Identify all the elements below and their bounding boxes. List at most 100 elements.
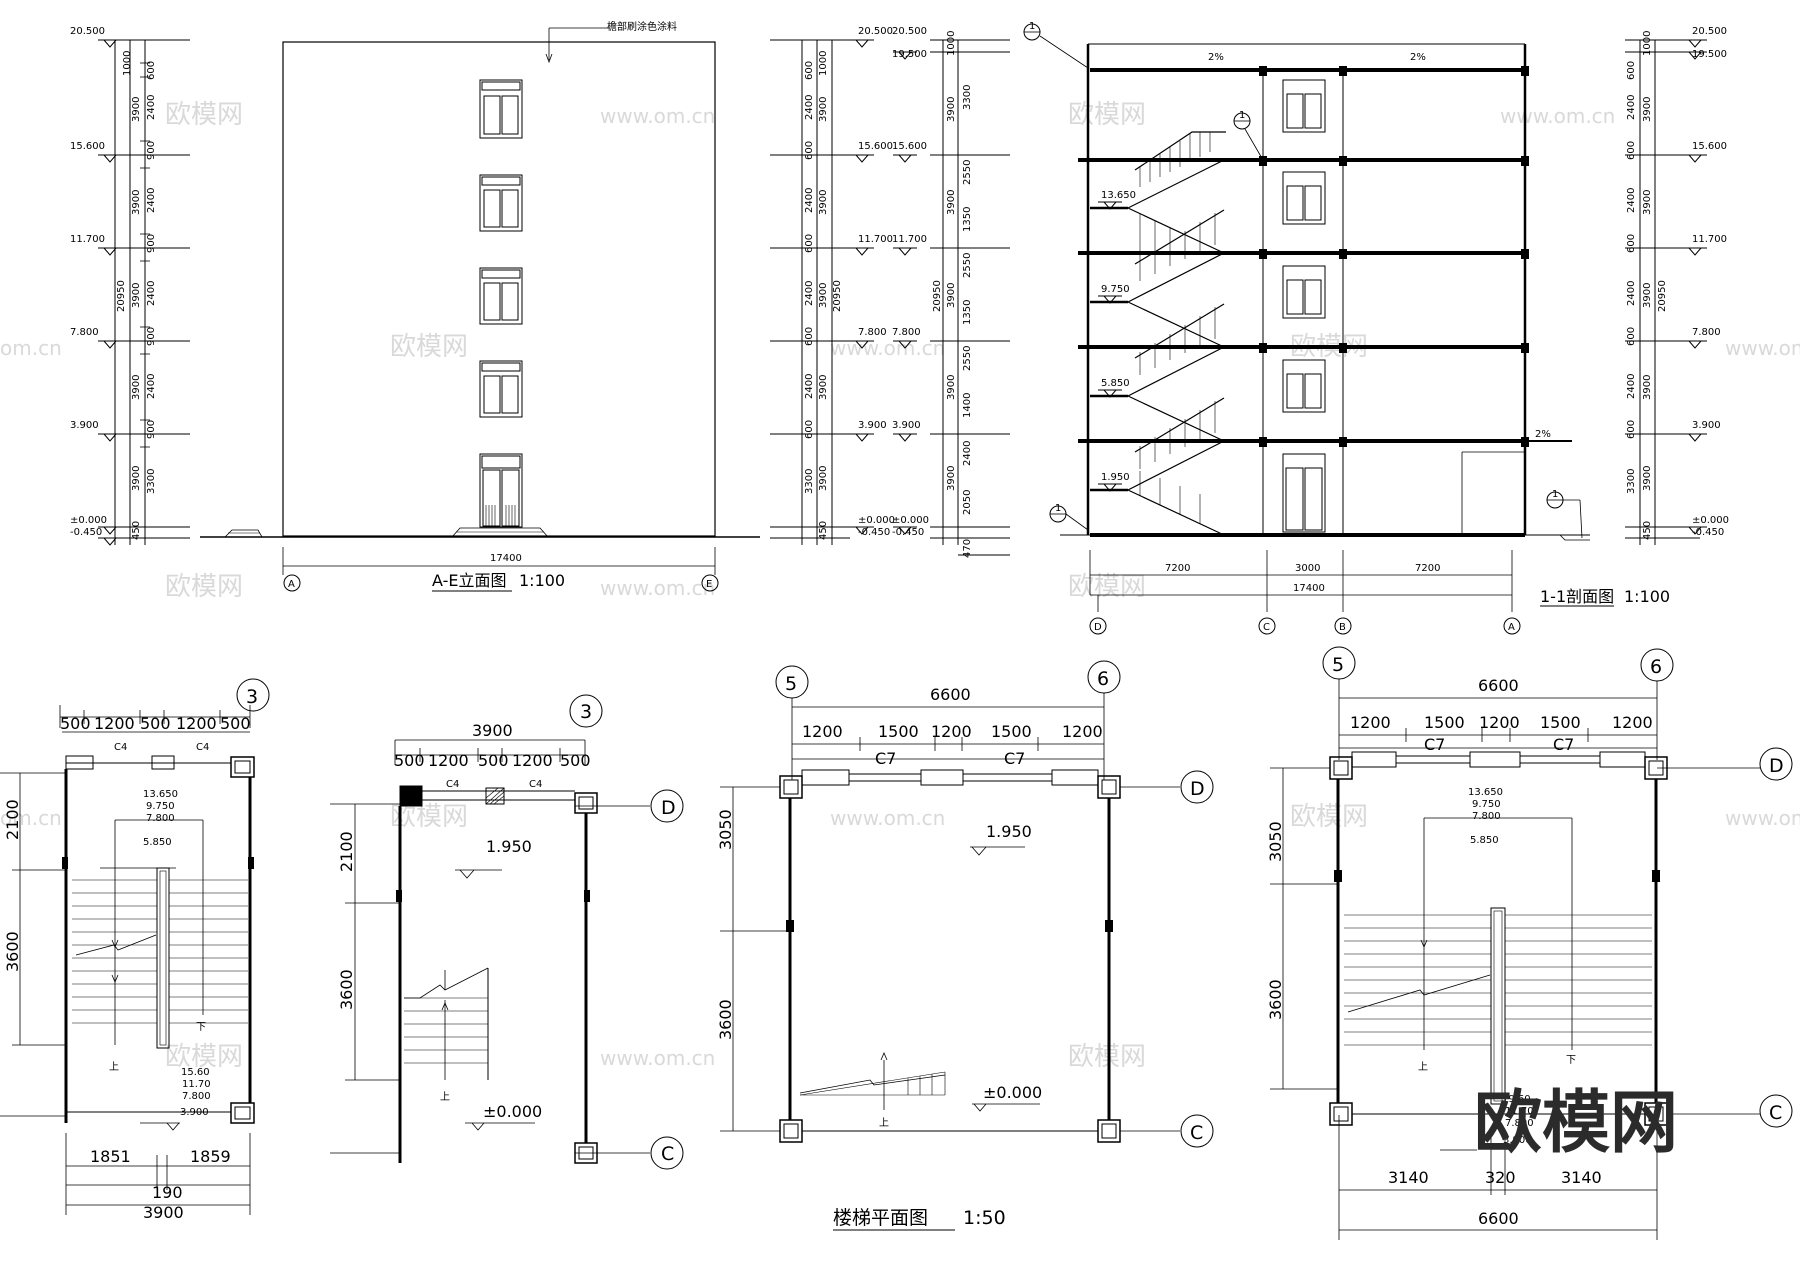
dim-label: 3050 [716, 809, 735, 850]
slope-label: 2% [1208, 52, 1224, 63]
dim-label: 3900 [1642, 466, 1653, 491]
slope-label: 2% [1535, 429, 1551, 440]
beam-sections [1259, 66, 1529, 447]
watermark: 欧模网 [390, 802, 468, 832]
elevation-left-level-markers: 20.500 15.600 11.700 7.800 3.900 ±0.000 … [70, 26, 157, 546]
watermark: 欧模网 [1290, 802, 1368, 832]
dim-label: 3300 [146, 469, 157, 494]
watermark: 欧模网 [390, 332, 468, 362]
level-label: -0.450 [892, 527, 924, 538]
dim-label: 2400 [962, 441, 973, 466]
slope-label: 2% [1410, 52, 1426, 63]
level-label: ±0.000 [483, 1102, 542, 1121]
up-arrow-label: 上 [1418, 1061, 1428, 1073]
watermark: 欧模网 [1068, 1042, 1146, 1072]
dim-label: 500 [394, 751, 425, 770]
dim-label: 2400 [146, 281, 157, 306]
window-tag: C7 [1004, 749, 1025, 768]
dim-label: 1500 [878, 722, 919, 741]
dim-label: 1200 [94, 714, 135, 733]
section-callout-label: 1 [1552, 489, 1558, 500]
section-1-1 [1023, 23, 1590, 635]
dim-label: 2400 [146, 95, 157, 120]
dim-label: 1200 [428, 751, 469, 770]
stair-plan-2-labels: 3900 500 1200 500 1200 500 C4 C4 3 D C 1… [337, 701, 676, 1165]
dim-label: 3300 [1626, 469, 1637, 494]
dim-label: 900 [146, 141, 157, 160]
dim-label: 3900 [1642, 190, 1653, 215]
dim-label: 1500 [1540, 713, 1581, 732]
level-label: ±0.000 [892, 515, 929, 526]
watermark: www.om.cn [1500, 104, 1615, 128]
dim-label: 600 [1626, 234, 1637, 253]
level-label: 19.500 [892, 49, 927, 60]
axis-label: C [1190, 1122, 1203, 1144]
axis-label: 5 [785, 673, 797, 695]
dim-label: 500 [478, 751, 509, 770]
elevation-scale: 1:100 [519, 571, 565, 590]
level-label: 3.900 [1692, 420, 1721, 431]
up-arrow-label: 上 [109, 1061, 119, 1073]
dim-label: 20950 [932, 280, 943, 312]
dim-label: 2400 [146, 374, 157, 399]
level-label: 20.500 [858, 26, 893, 37]
level-label: ±0.000 [858, 515, 895, 526]
watermark: 欧模网 [165, 1042, 243, 1072]
dim-label: 1859 [190, 1147, 231, 1166]
dim-label: 1200 [512, 751, 553, 770]
down-arrow-label: 下 [1566, 1055, 1576, 1066]
level-stack: 9.750 [146, 801, 175, 812]
dim-label: 600 [1626, 420, 1637, 439]
section-callout-label: 1 [1239, 110, 1245, 121]
level-stack: 3.900 [180, 1107, 209, 1118]
dim-label: 3900 [131, 375, 142, 400]
level-label: 15.600 [892, 141, 927, 152]
section-right-dimension-labels: 20.500 19.500 15.600 11.700 7.800 3.900 … [1626, 26, 1729, 540]
level-label: 1.950 [1101, 472, 1130, 483]
dim-label: 3600 [716, 999, 735, 1040]
level-label: 19.500 [1692, 49, 1727, 60]
level-stack: 11.70 [182, 1079, 211, 1090]
elevation-labels: 檐部刷涂色涂料 17400 A E A-E立面图 1:100 [288, 20, 712, 592]
dim-label: 3900 [818, 466, 829, 491]
watermark: om.cn [0, 336, 62, 360]
level-label: 15.600 [1692, 141, 1727, 152]
dim-label: 600 [1626, 141, 1637, 160]
watermark: www.om.cn [600, 1046, 715, 1070]
dim-label: 2550 [962, 253, 973, 278]
level-label: 20.500 [70, 26, 105, 37]
dim-label: 1200 [1350, 713, 1391, 732]
dim-label: 3900 [472, 721, 513, 740]
dim-label: 6600 [930, 685, 971, 704]
watermark: www.om.cn [600, 576, 715, 600]
level-stack: 5.850 [1470, 835, 1499, 846]
dim-label: 600 [804, 141, 815, 160]
level-label: 3.900 [858, 420, 887, 431]
dim-label: 20950 [116, 280, 127, 312]
dim-label: 1350 [962, 207, 973, 232]
dim-label: 3600 [337, 969, 356, 1010]
dim-label: 1000 [1642, 31, 1653, 56]
dim-label: 7200 [1165, 563, 1190, 574]
level-label: 1.950 [486, 837, 532, 856]
level-label: 11.700 [1692, 234, 1727, 245]
level-stack: 9.750 [1472, 799, 1501, 810]
watermark: 欧模网 [165, 572, 243, 602]
axis-label: A [1508, 622, 1515, 633]
level-stack: 19.60 [1502, 1094, 1531, 1105]
level-label: 9.750 [1101, 284, 1130, 295]
level-stack: 11.70 [1505, 1106, 1534, 1117]
axis-label: 6 [1650, 656, 1662, 678]
section-callout-label: 1 [1029, 21, 1035, 32]
level-label: 20.500 [1692, 26, 1727, 37]
elevation-title: A-E立面图 [432, 571, 506, 590]
dim-label: 3140 [1561, 1168, 1602, 1187]
dim-label: 3900 [818, 375, 829, 400]
dim-label: 600 [1626, 327, 1637, 346]
dim-label: 2400 [804, 374, 815, 399]
dim-label: 2400 [1626, 95, 1637, 120]
dim-label: 20950 [832, 280, 843, 312]
dim-label: 3300 [962, 85, 973, 110]
dim-label: 600 [804, 234, 815, 253]
dim-label: 3600 [3, 931, 22, 972]
